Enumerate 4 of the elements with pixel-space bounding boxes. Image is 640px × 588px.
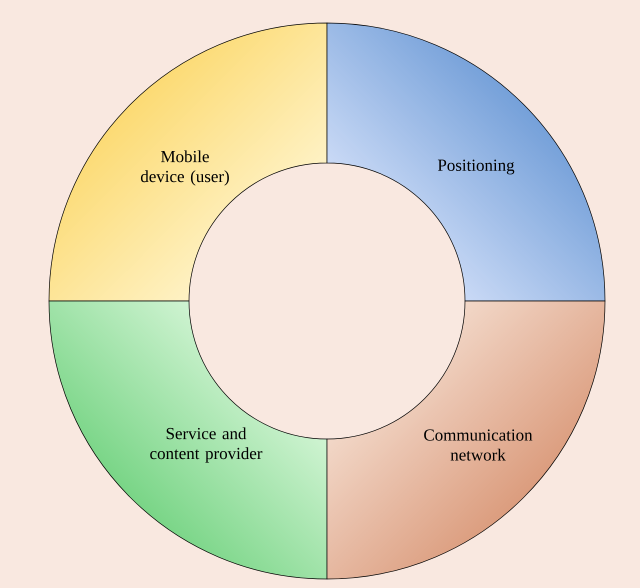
donut-segment: Mobile device (user) xyxy=(48,22,328,302)
donut-segment: Positioning xyxy=(326,22,606,302)
donut-segment: Communication network xyxy=(326,300,606,580)
donut-segment: Service and content provider xyxy=(48,300,328,580)
